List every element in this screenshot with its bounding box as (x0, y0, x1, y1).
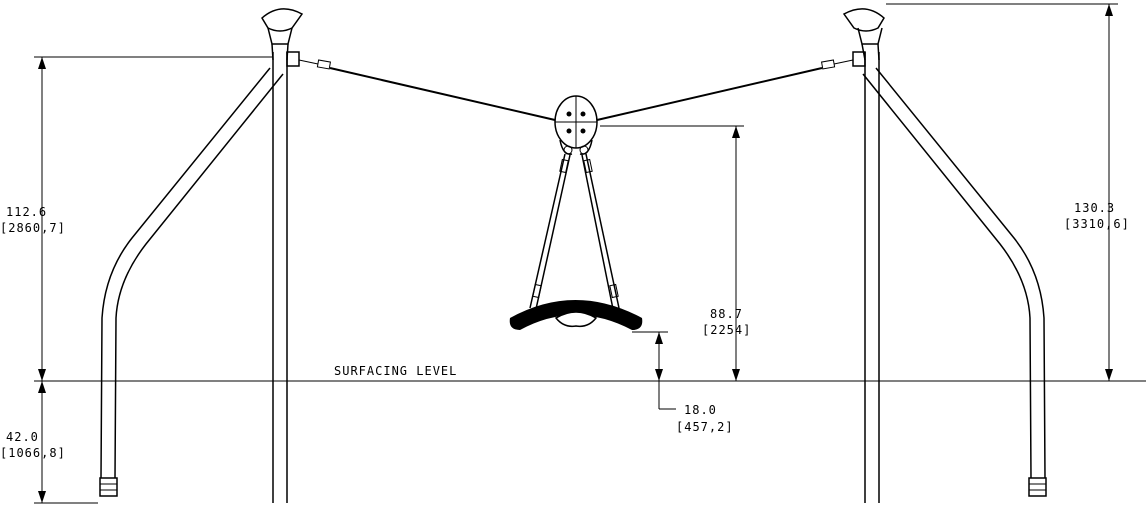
dim-footing-depth (34, 381, 98, 504)
overhead-cables (298, 59, 854, 121)
dim-right-height-mm: [3310,6] (1064, 217, 1130, 231)
left-frame (99, 8, 304, 503)
dim-pivot-height-mm: [2254] (702, 323, 751, 337)
swing-pivot-hub (554, 95, 598, 155)
dim-seat-clearance-in: 18.0 (684, 403, 717, 417)
dim-left-height (34, 56, 272, 381)
dim-right-height (886, 3, 1118, 381)
right-frame (842, 8, 1047, 503)
dim-left-height-mm: [2860,7] (0, 221, 66, 235)
dim-seat-clearance (632, 331, 676, 410)
dim-right-height-in: 130.3 (1074, 201, 1115, 215)
surfacing-level-label: SURFACING LEVEL (334, 364, 457, 378)
swing-chains (529, 153, 620, 310)
dim-pivot-height (600, 125, 744, 381)
dim-left-height-in: 112.6 (6, 205, 47, 219)
dim-footing-depth-in: 42.0 (6, 430, 39, 444)
dim-seat-clearance-mm: [457,2] (676, 420, 734, 434)
dim-footing-depth-mm: [1066,8] (0, 446, 66, 460)
swing-seat (509, 300, 643, 330)
dim-pivot-height-in: 88.7 (710, 307, 743, 321)
